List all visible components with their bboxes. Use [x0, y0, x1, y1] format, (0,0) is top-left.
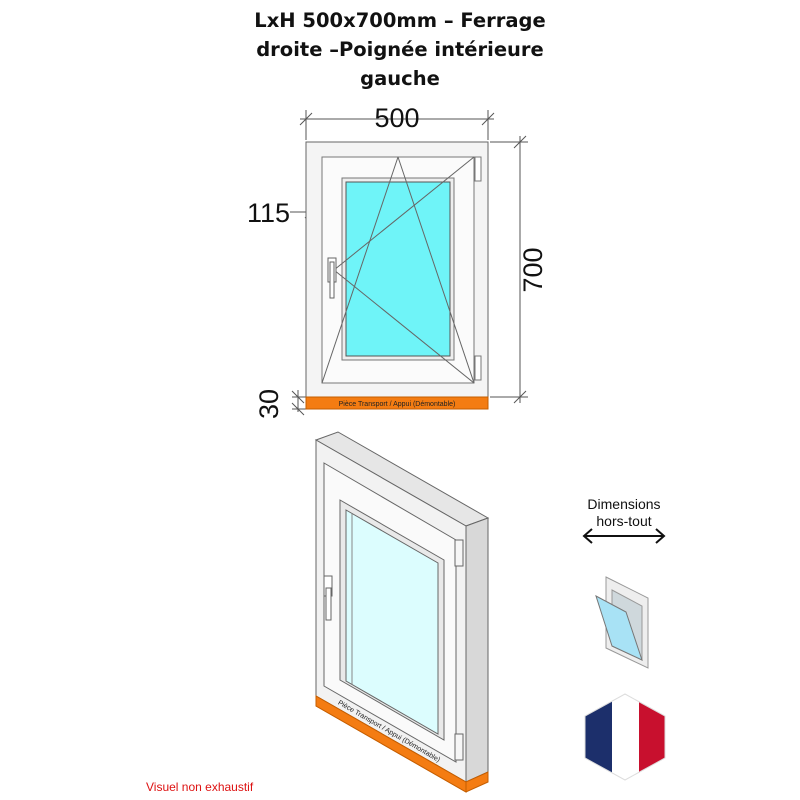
hinge-bottom — [474, 355, 482, 381]
sill-height-label: 30 — [254, 389, 284, 419]
french-flag-icon — [584, 693, 666, 781]
product-title: LxH 500x700mm – Ferrage droite –Poignée … — [200, 6, 600, 93]
handle-icon — [327, 257, 337, 299]
hinge-top — [474, 156, 482, 182]
dimensions-line-1: Dimensions — [587, 496, 661, 512]
sill-text: Pièce Transport / Appui (Démontable) — [339, 401, 456, 408]
width-label: 500 — [374, 103, 419, 133]
isometric-view — [314, 431, 490, 793]
iso-handle-icon — [323, 575, 333, 621]
glass-pane — [345, 181, 451, 357]
tilt-turn-window-icon — [595, 576, 649, 669]
title-line-1: LxH 500x700mm – Ferrage — [254, 9, 546, 32]
iso-glass-pane — [345, 509, 439, 735]
dimensions-line-2: hors-tout — [596, 513, 652, 529]
title-line-3: gauche — [360, 67, 440, 90]
title-line-2: droite –Poignée intérieure — [256, 38, 544, 61]
sash-offset-label: 115 — [247, 198, 290, 228]
sill-piece — [305, 396, 489, 410]
disclaimer-note: Visuel non exhaustif — [146, 780, 254, 794]
double-arrow-icon — [582, 528, 666, 544]
front-view — [290, 110, 528, 416]
height-label: 700 — [518, 247, 548, 292]
dimensions-legend: Dimensions hors-tout — [566, 496, 682, 530]
